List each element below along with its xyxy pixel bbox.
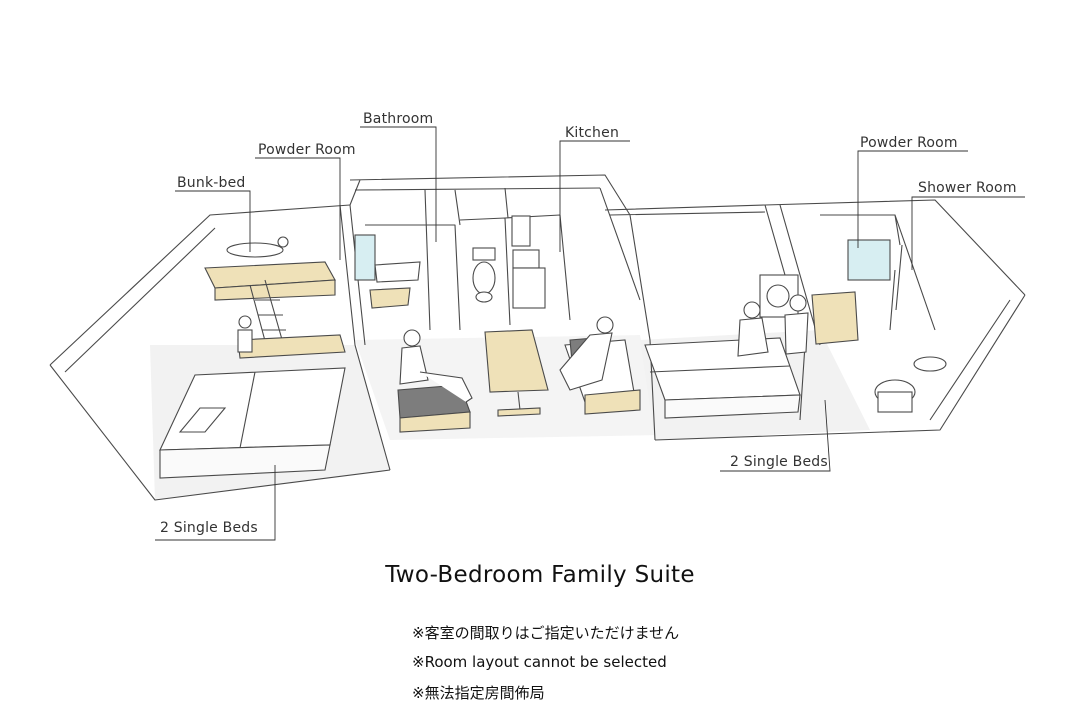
left-powder-room	[354, 234, 421, 309]
kitchen-counter	[511, 215, 546, 309]
shower-room-walls	[820, 214, 936, 331]
label-powder-room-left: Powder Room	[258, 142, 356, 158]
right-single-beds	[644, 274, 809, 419]
label-kitchen: Kitchen	[565, 125, 620, 141]
leader-bathroom	[360, 126, 437, 242]
label-powder-room-right: Powder Room	[860, 135, 958, 151]
label-single-beds-right: 2 Single Beds	[730, 454, 828, 470]
toilet	[472, 247, 496, 303]
right-powder-and-shower	[811, 239, 947, 413]
leader-shower-room	[911, 196, 1025, 270]
bunk-bed	[204, 236, 346, 359]
right-outer-wall	[654, 294, 1026, 441]
floor-plan-diagram	[49, 126, 1026, 541]
label-bunk-bed: Bunk-bed	[177, 175, 246, 191]
label-single-beds-left: 2 Single Beds	[160, 520, 258, 536]
diagram-title: Two-Bedroom Family Suite	[385, 562, 695, 588]
left-single-beds	[159, 367, 346, 479]
leader-kitchen	[559, 140, 630, 252]
bathroom-walls	[365, 189, 461, 331]
leader-single-beds-left	[155, 465, 276, 541]
label-shower-room: Shower Room	[918, 180, 1017, 196]
note-english: ※Room layout cannot be selected	[412, 653, 667, 671]
left-outer-wall	[49, 204, 391, 501]
leader-bunk-bed	[175, 190, 251, 252]
leader-single-beds-right	[720, 399, 831, 472]
living-partition-right	[629, 214, 656, 441]
note-chinese: ※無法指定房間佈局	[412, 684, 545, 702]
label-bathroom: Bathroom	[363, 111, 434, 127]
central-back-wall	[349, 174, 631, 216]
leader-powder-room-right	[857, 150, 968, 248]
leader-powder-room-left	[255, 157, 341, 260]
right-back-wall	[604, 199, 1026, 296]
note-japanese: ※客室の間取りはご指定いただけません	[412, 624, 680, 642]
seated-people	[399, 316, 614, 403]
